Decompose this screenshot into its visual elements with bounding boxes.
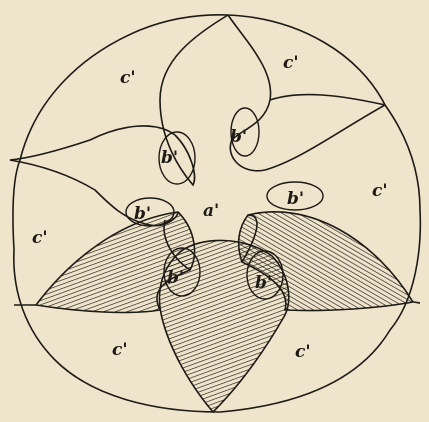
label-a-center: a' xyxy=(203,201,219,221)
label-b-upper-right: b' xyxy=(230,127,247,147)
label-b-lower-right: b' xyxy=(255,273,272,293)
lobe-bottom-hatched xyxy=(159,240,288,412)
label-c-bottom-right: c' xyxy=(295,342,311,362)
label-c-right: c' xyxy=(372,181,388,201)
label-b-left: b' xyxy=(134,204,151,224)
label-c-top-left: c' xyxy=(120,68,136,88)
label-c-left: c' xyxy=(32,228,48,248)
label-c-bottom-left: c' xyxy=(112,340,128,360)
label-c-top-right: c' xyxy=(283,53,299,73)
label-b-lower-left: b' xyxy=(167,268,184,288)
label-b-upper-left: b' xyxy=(161,148,178,168)
label-b-right: b' xyxy=(287,189,304,209)
